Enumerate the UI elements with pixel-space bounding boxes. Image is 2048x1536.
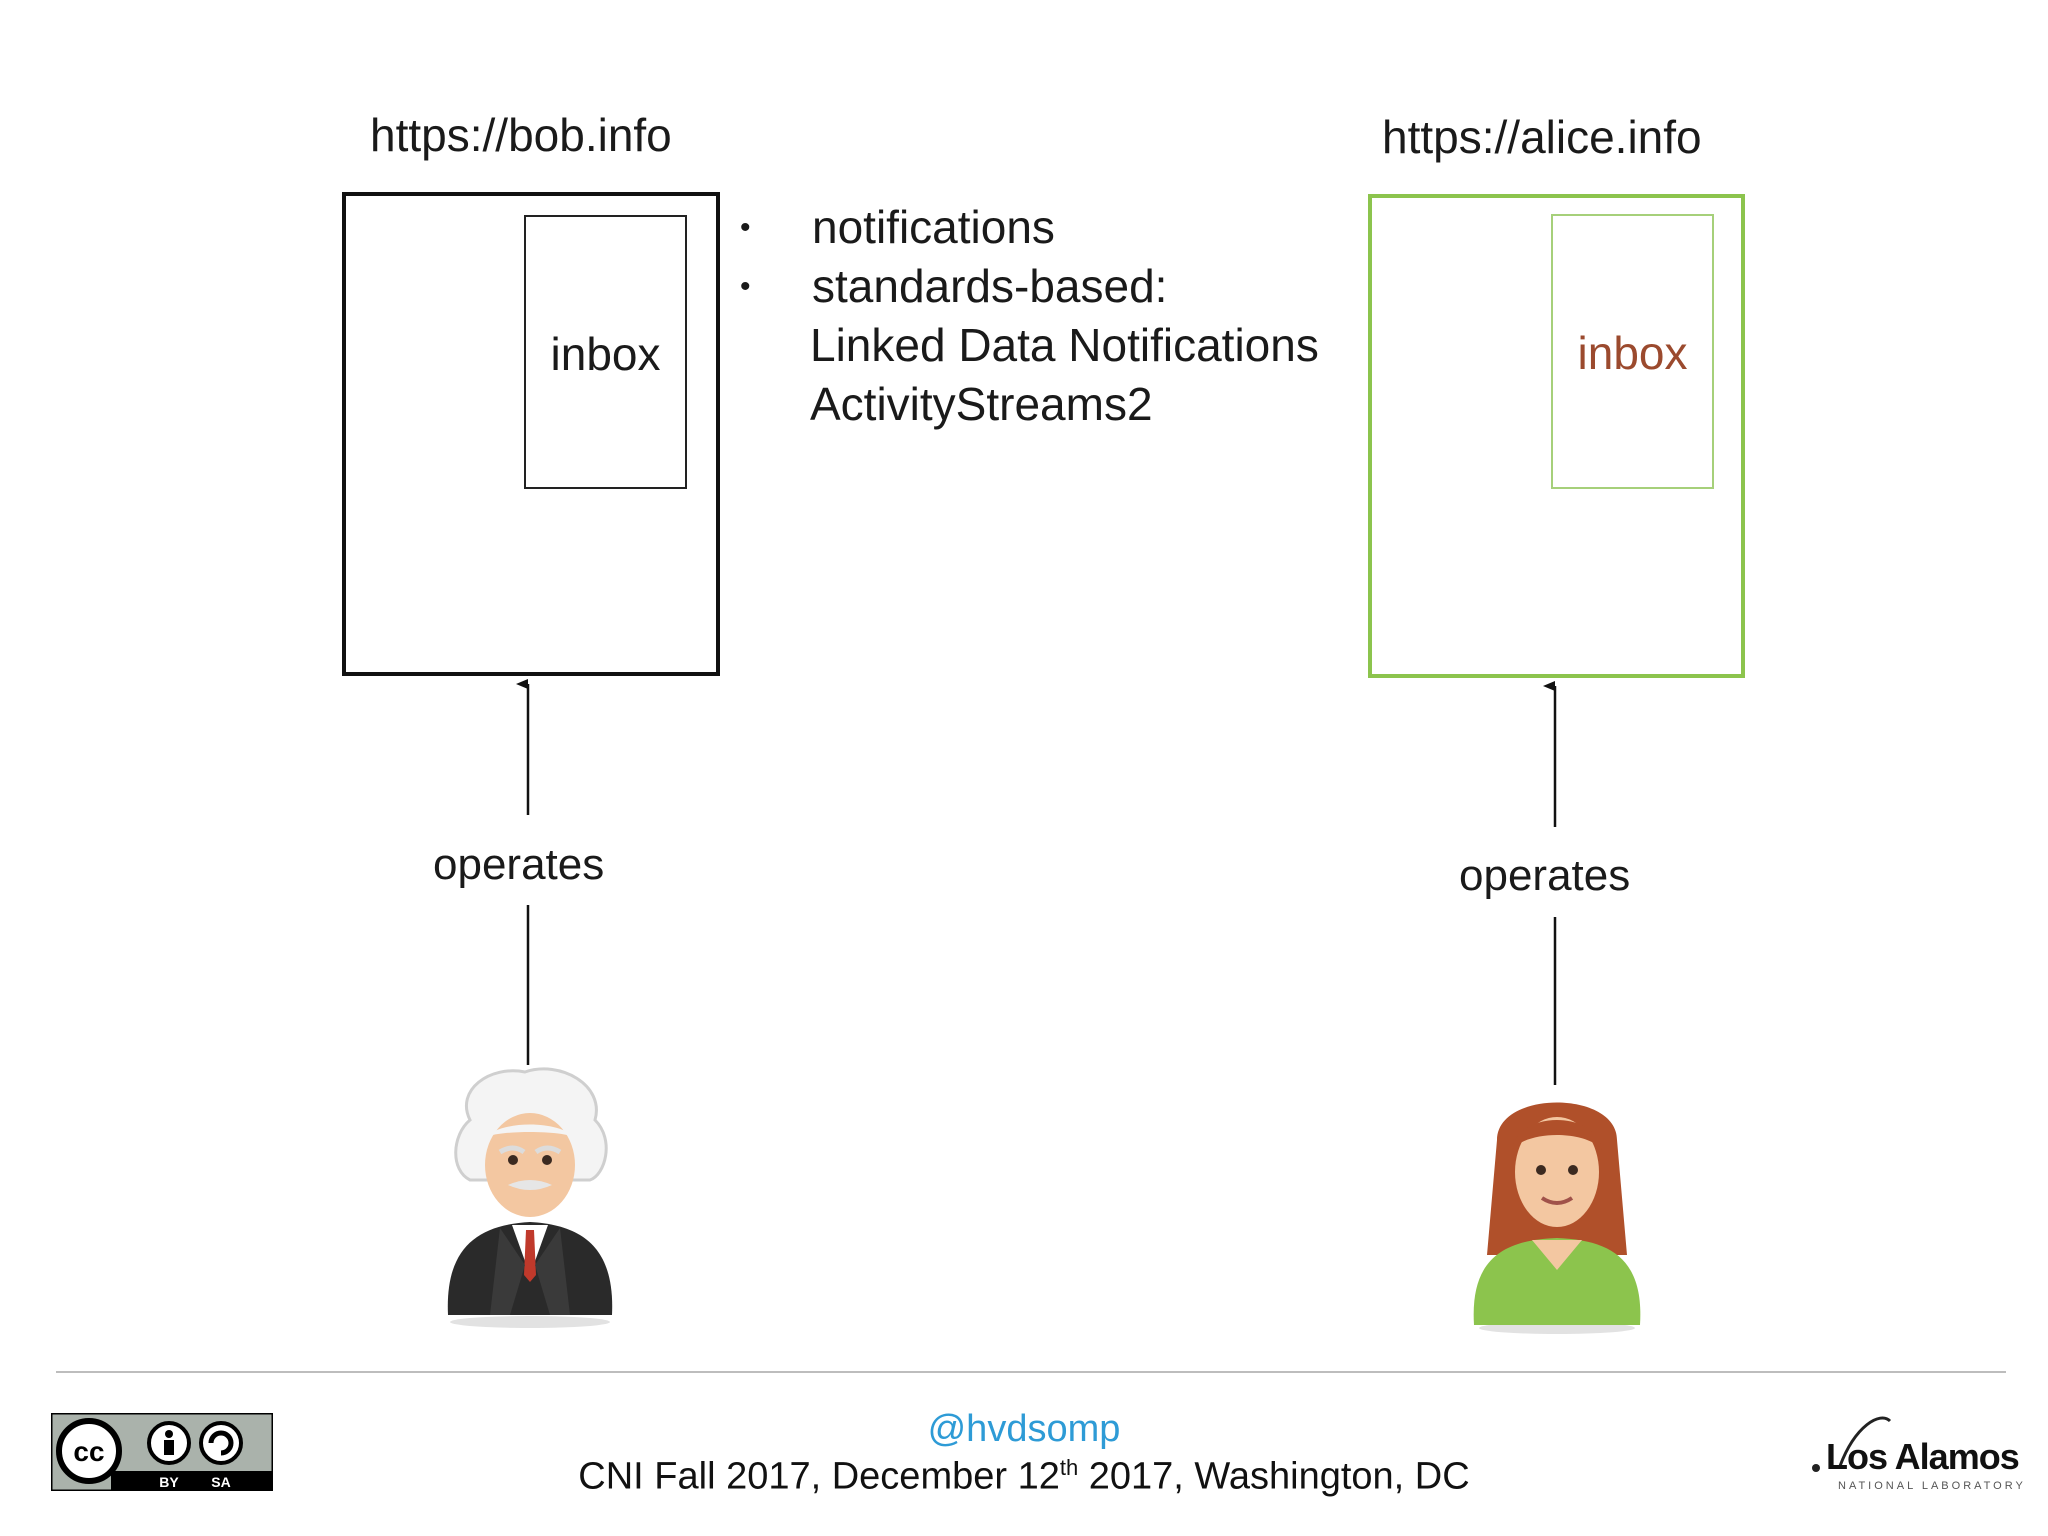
bob-site-box	[342, 192, 720, 676]
event-suffix: 2017, Washington, DC	[1078, 1455, 1470, 1498]
lanl-logo-subtext: NATIONAL LABORATORY	[1838, 1480, 2026, 1492]
bullet-dot-icon: •	[740, 211, 751, 244]
sub-item: ActivityStreams2	[810, 378, 1153, 430]
footer-divider	[56, 1371, 2006, 1373]
lanl-orbit-icon	[1812, 1416, 1892, 1472]
bullet-text: standards-based:	[812, 260, 1168, 312]
bob-site-url: https://bob.info	[370, 109, 672, 161]
woman-avatar-icon	[1473, 1102, 1641, 1334]
sub-item: Linked Data Notifications	[810, 319, 1319, 371]
event-prefix: CNI Fall 2017, December 12	[578, 1455, 1060, 1498]
bullet-dot-icon: •	[740, 270, 751, 303]
bob-operates-label: operates	[433, 840, 605, 889]
event-line: CNI Fall 2017, December 12th 2017, Washi…	[0, 1455, 2048, 1499]
event-superscript: th	[1059, 1455, 1079, 1480]
alice-inbox-box: inbox	[1551, 214, 1714, 489]
alice-operates-label: operates	[1459, 851, 1631, 900]
alice-site-url: https://alice.info	[1382, 111, 1702, 163]
bullet-item: • standards-based:	[740, 257, 1319, 316]
alice-inbox-label: inbox	[1577, 327, 1688, 379]
svg-text:BY: BY	[159, 1474, 179, 1490]
lanl-logo-text: Los Alamos	[1826, 1436, 2020, 1477]
cc-by-sa-badge-icon: cc BY SA	[51, 1413, 273, 1491]
einstein-avatar-icon	[447, 1067, 613, 1328]
bob-inbox-box: inbox	[524, 215, 687, 489]
los-alamos-logo: Los Alamos NATIONAL LABORATORY	[1800, 1406, 2040, 1496]
bob-inbox-label: inbox	[550, 328, 661, 380]
alice-site-box	[1368, 194, 1745, 678]
svg-text:SA: SA	[211, 1474, 230, 1490]
svg-text:cc: cc	[73, 1436, 104, 1467]
feature-list: • notifications • standards-based: Linke…	[740, 198, 1319, 434]
bullet-item: • notifications	[740, 198, 1319, 257]
twitter-handle: @hvdsomp	[927, 1408, 1121, 1450]
bullet-text: notifications	[812, 201, 1055, 253]
